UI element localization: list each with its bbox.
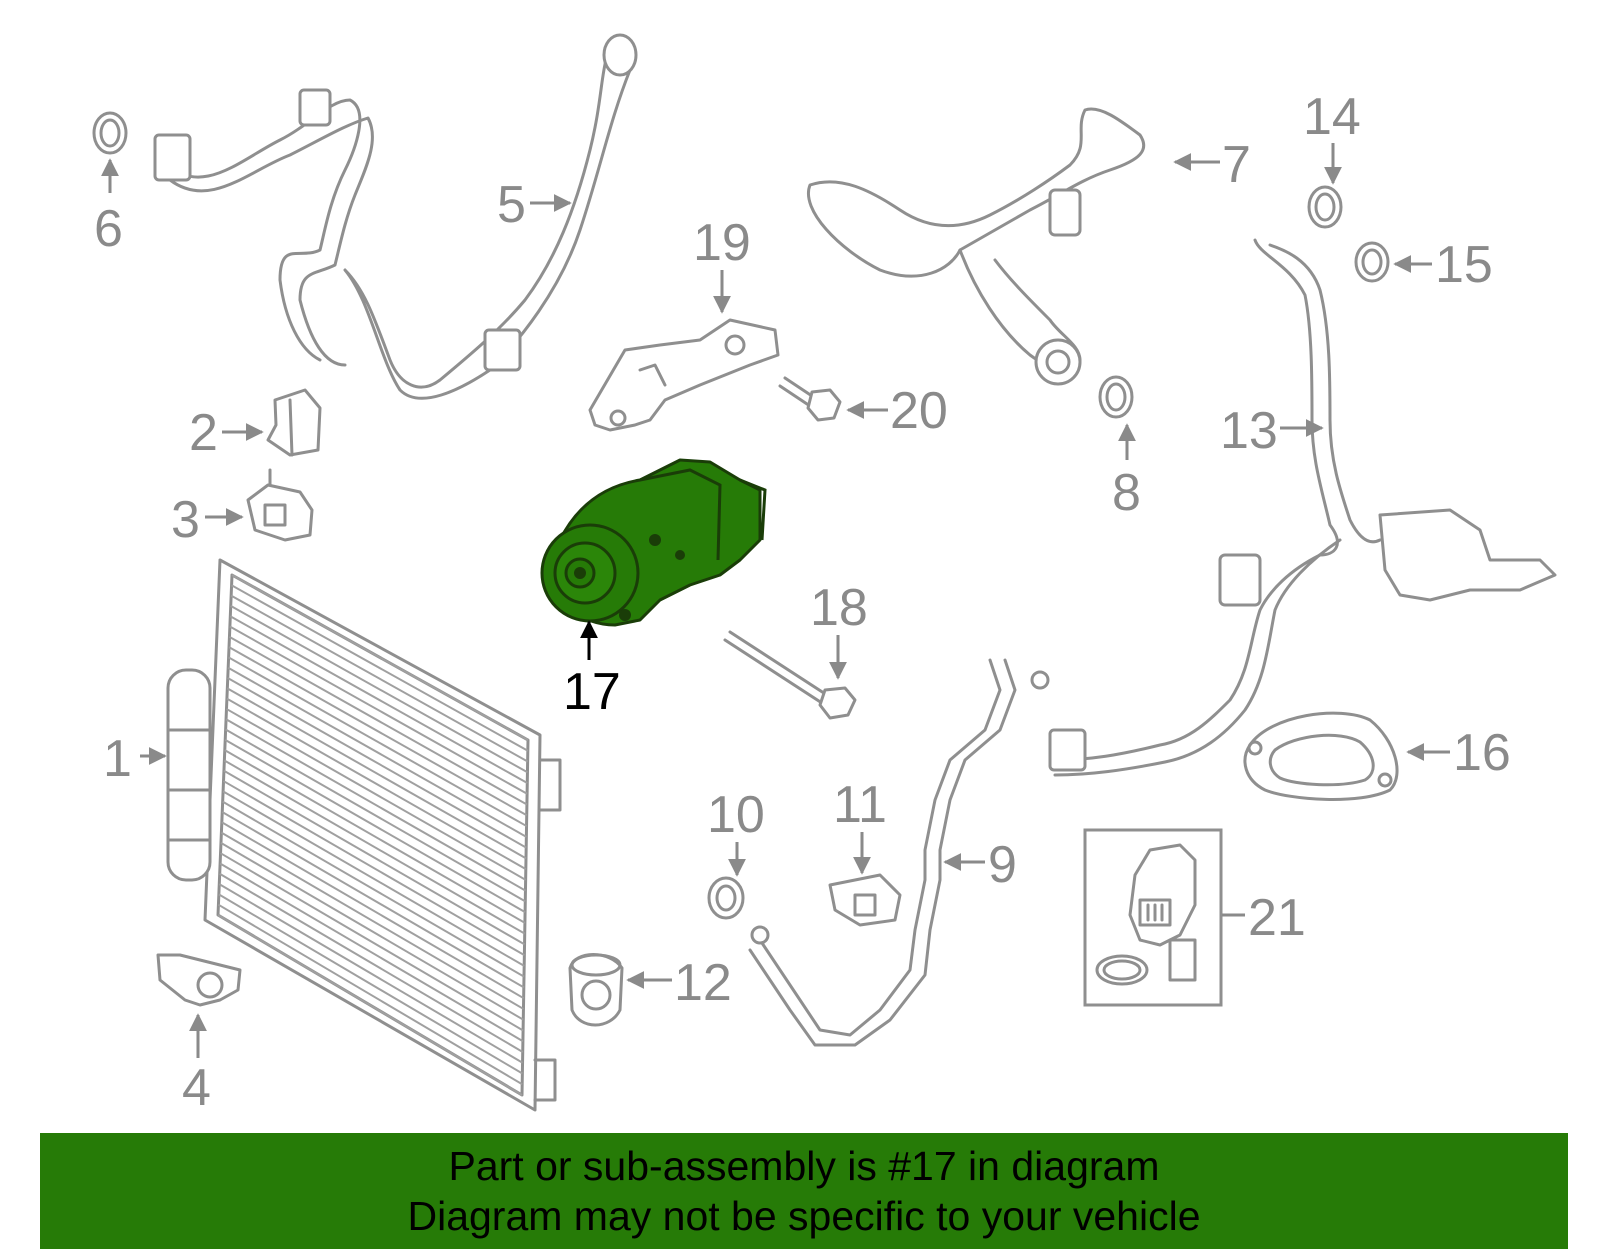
lower-bracket-part[interactable]	[156, 953, 242, 1007]
part-number-17: 17	[563, 663, 621, 721]
part-number-19: 19	[693, 214, 751, 272]
condenser-fin	[219, 872, 524, 1053]
condenser-fin	[219, 862, 524, 1043]
gasket-part[interactable]	[1243, 711, 1399, 801]
part-labels: 1 2 3 4 5 6 7 8 9 10 11 12 13 14 15 16 1…	[94, 88, 1511, 1117]
part-number-6: 6	[94, 200, 123, 258]
info-banner: Part or sub-assembly is #17 in diagram D…	[40, 1133, 1568, 1249]
valve-part[interactable]	[568, 953, 624, 1027]
mounting-bracket-part[interactable]	[588, 318, 780, 432]
part-number-18: 18	[810, 579, 868, 637]
expansion-line-part[interactable]	[1048, 238, 1557, 777]
condenser-fin	[226, 697, 527, 870]
o-ring-part-10[interactable]	[707, 876, 745, 920]
part-number-1: 1	[103, 730, 132, 788]
leader-lines	[101, 143, 1450, 1058]
condenser-fin	[223, 769, 526, 946]
banner-disclaimer-line: Diagram may not be specific to your vehi…	[407, 1193, 1201, 1239]
condenser-fin	[227, 666, 527, 838]
compressor-part[interactable]	[540, 458, 767, 627]
condenser-fin	[222, 800, 525, 978]
pressure-sensor-part[interactable]	[828, 873, 902, 927]
condenser-fin	[221, 821, 525, 1000]
condenser-fin	[220, 842, 524, 1021]
bracket-part[interactable]	[266, 388, 322, 457]
liquid-line-part[interactable]	[748, 658, 1050, 1047]
condenser-part[interactable]	[166, 558, 562, 1112]
condenser-fin	[220, 831, 524, 1010]
connector-kit-part[interactable]	[1083, 828, 1223, 1007]
condenser-fin	[228, 646, 528, 817]
long-bolt-part[interactable]	[723, 630, 857, 720]
o-ring-part-6[interactable]	[92, 111, 128, 155]
discharge-hose-part[interactable]	[807, 107, 1146, 386]
condenser-fin	[226, 687, 527, 860]
condenser-fin	[228, 635, 528, 806]
condenser-fin	[220, 852, 524, 1032]
condenser-fin	[218, 883, 524, 1064]
suction-hose-part[interactable]	[153, 33, 638, 400]
condenser-fin	[224, 749, 526, 924]
condenser-fin	[225, 728, 526, 903]
part-number-3: 3	[171, 491, 200, 549]
condenser-fin	[225, 708, 527, 881]
condenser-fin	[230, 594, 529, 763]
part-number-4: 4	[182, 1059, 211, 1117]
condenser-fin	[225, 718, 526, 892]
condenser-fin	[218, 893, 523, 1075]
part-number-20: 20	[890, 382, 948, 440]
part-number-12: 12	[674, 954, 732, 1012]
o-ring-part-15[interactable]	[1354, 241, 1390, 283]
part-number-11: 11	[833, 776, 887, 834]
condenser-fin	[223, 759, 526, 935]
part-number-9: 9	[988, 836, 1017, 894]
o-ring-part-14[interactable]	[1307, 185, 1343, 229]
condenser-fin	[227, 677, 527, 849]
condenser-fin	[231, 584, 529, 752]
o-ring-part-8[interactable]	[1098, 375, 1134, 419]
part-number-5: 5	[497, 176, 526, 234]
banner-part-line: Part or sub-assembly is #17 in diagram	[448, 1143, 1160, 1189]
clip-part[interactable]	[246, 468, 314, 542]
condenser-fin	[231, 574, 529, 741]
condenser-fin	[229, 625, 528, 795]
part-number-14: 14	[1303, 88, 1361, 146]
part-number-10: 10	[707, 786, 765, 844]
part-number-2: 2	[189, 404, 218, 462]
part-number-13: 13	[1220, 402, 1278, 460]
part-number-8: 8	[1112, 464, 1141, 522]
part-number-15: 15	[1435, 236, 1493, 294]
condenser-fin	[229, 615, 528, 784]
condenser-fin	[222, 790, 525, 967]
condenser-fin	[217, 914, 523, 1096]
condenser-fin	[228, 656, 528, 827]
condenser-fin	[223, 780, 525, 957]
short-bolt-part[interactable]	[778, 376, 842, 422]
part-number-21: 21	[1248, 889, 1306, 947]
condenser-fin	[224, 738, 526, 913]
part-number-7: 7	[1222, 136, 1251, 194]
condenser-fin	[221, 811, 525, 989]
part-number-16: 16	[1453, 724, 1511, 782]
condenser-fin	[217, 903, 523, 1086]
condenser-fin	[230, 605, 528, 774]
